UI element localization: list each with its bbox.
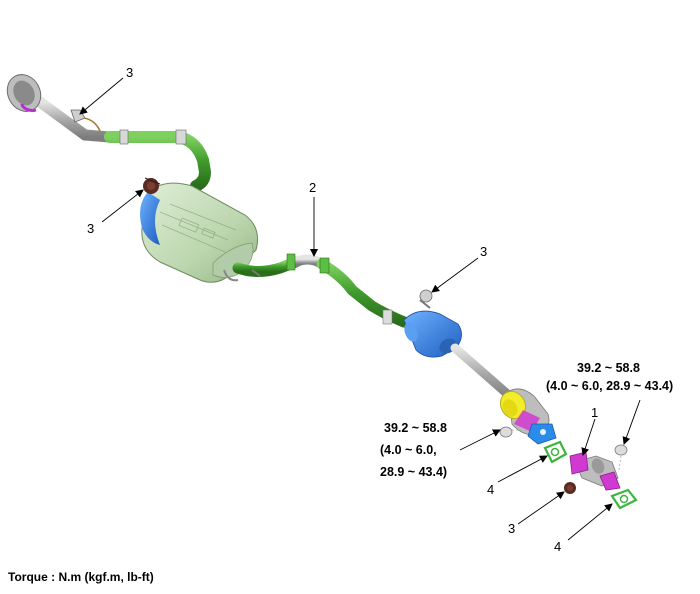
leader-4-bottom bbox=[567, 503, 613, 541]
center-muffler bbox=[403, 310, 462, 358]
hanger-rubber-left bbox=[143, 177, 161, 194]
gasket-bottom bbox=[610, 488, 638, 510]
leader-lines bbox=[79, 77, 641, 541]
callout-3-left: 3 bbox=[87, 221, 94, 236]
callout-1: 1 bbox=[591, 405, 598, 420]
torque-spec-right: 39.2 ~ 58.8 (4.0 ~ 6.0, 28.9 ~ 43.4) bbox=[546, 361, 673, 393]
torque-unit-legend: Torque : N.m (kgf.m, lb-ft) bbox=[8, 570, 154, 584]
catalytic-converter bbox=[499, 388, 557, 445]
front-pipe-assembly bbox=[569, 451, 621, 491]
torque-right-line2: (4.0 ~ 6.0, 28.9 ~ 43.4) bbox=[546, 379, 673, 393]
torque-left-line2: (4.0 ~ 6.0, bbox=[380, 443, 437, 457]
callout-3-top: 3 bbox=[126, 65, 133, 80]
leader-3-mid bbox=[431, 257, 479, 293]
front-pipe bbox=[450, 343, 517, 403]
callout-4-left: 4 bbox=[487, 482, 494, 497]
leader-3-left bbox=[101, 189, 144, 223]
torque-left-line1: 39.2 ~ 58.8 bbox=[384, 421, 447, 435]
leader-torque-left bbox=[459, 429, 501, 451]
leader-torque-right bbox=[622, 399, 641, 445]
torque-left-line3: 28.9 ~ 43.4) bbox=[380, 465, 447, 479]
rear-pipe-green bbox=[104, 129, 212, 192]
leader-4-left bbox=[497, 455, 548, 483]
callout-4-bottom: 4 bbox=[554, 539, 561, 554]
hanger-center bbox=[419, 289, 433, 309]
torque-right-line1: 39.2 ~ 58.8 bbox=[577, 361, 640, 375]
tail-pipe bbox=[6, 74, 116, 143]
leader-1 bbox=[581, 418, 596, 456]
torque-spec-left: 39.2 ~ 58.8 (4.0 ~ 6.0, 28.9 ~ 43.4) bbox=[380, 421, 447, 479]
leader-3-bottom bbox=[517, 491, 565, 525]
callout-3-mid: 3 bbox=[480, 244, 487, 259]
leader-3-top bbox=[79, 77, 124, 115]
callout-3-bottom: 3 bbox=[508, 521, 515, 536]
flange-nut-right bbox=[614, 444, 628, 471]
hanger-rubber-bottom bbox=[564, 482, 576, 494]
middle-pipe bbox=[223, 253, 410, 328]
gasket-left bbox=[543, 440, 568, 464]
callout-2: 2 bbox=[309, 180, 316, 195]
